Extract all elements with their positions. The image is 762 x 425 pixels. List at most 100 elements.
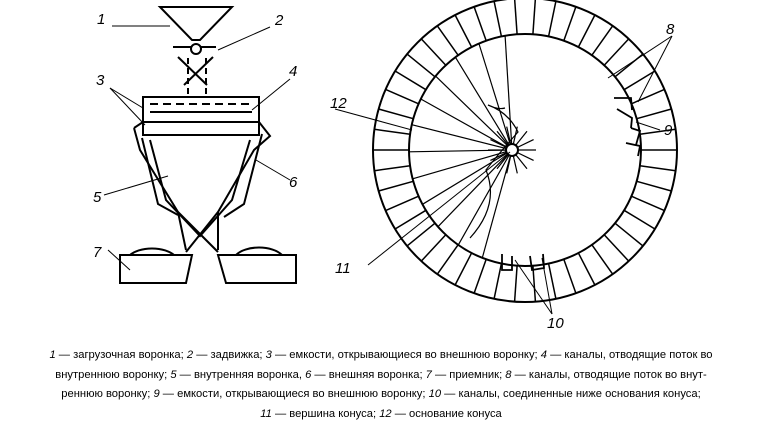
caption-line: внутреннюю воронку; 5 — внутренняя ворон… [0,366,762,386]
inner-funnel [149,139,251,238]
cone-ray [411,124,513,151]
ring-divider [378,180,414,192]
label-6: 6 [289,174,298,191]
outer-ring [372,0,678,303]
diagram-figure: 1 2 3 4 5 6 7 8 9 10 11 12 [93,0,678,330]
ring-divider [493,263,503,299]
caption-number: 1 [49,349,56,361]
ring-segments [373,0,677,302]
ring-divider [636,108,672,120]
torn-edge [469,104,519,239]
caption-line: реннюю воронку; 9 — емкости, открывающие… [0,385,762,405]
ring-divider [513,0,518,35]
ring-divider [436,244,459,275]
ring-divider [631,195,665,212]
ring-divider [603,234,630,262]
cone-ray [422,149,513,205]
ring-divider [420,234,447,262]
ring-divider [603,38,630,66]
ring-divider [639,128,676,135]
caption-line: 11 — вершина конуса; 12 — основание кону… [0,405,762,425]
label-12: 12 [330,95,347,112]
label-5: 5 [93,189,102,206]
caption-number: 7 [425,368,432,381]
ring-divider [454,14,473,48]
ring-divider [385,195,419,212]
ring-divider [473,6,487,41]
ring-divider [493,1,503,37]
ring-divider [577,14,596,48]
ring-divider [394,70,427,91]
caption-text: внутреннюю воронку; [55,368,171,381]
container-9 [614,97,642,157]
figure-labels: 1 2 3 4 5 6 7 8 9 10 11 12 [93,11,675,330]
cone-ray [437,149,513,228]
caption-number: 2 [186,349,194,361]
cone-ray [435,75,513,151]
label-1: 1 [97,11,105,28]
label-11: 11 [335,260,351,277]
ring-divider [394,209,427,230]
cone-ray [457,149,513,246]
ring-divider [406,53,436,78]
ring-divider [563,259,577,294]
caption-number: 10 [428,388,442,400]
ring-divider [532,0,537,35]
label-10: 10 [547,315,564,330]
caption-number: 8 [505,368,512,381]
ring-divider [639,165,676,172]
ring-divider [473,259,487,294]
receiver-right [216,254,297,284]
caption-number: 6 [305,368,312,381]
upper-container-box [142,96,260,136]
caption-text: — каналы, отводящие поток во [547,349,713,361]
caption-text: — загрузочная воронка; [55,349,187,361]
ring-divider [374,128,411,135]
cone-ray [504,35,513,151]
caption-text: — основание конуса [391,407,502,420]
receiver-left [119,254,194,284]
ring-divider [591,244,614,275]
ring-divider [454,252,473,286]
label-7: 7 [93,244,102,261]
caption-text: — каналы, отводящие поток во внут- [511,368,707,381]
label-4: 4 [289,63,297,80]
ring-divider [577,252,596,286]
caption-text: — вершина конуса; [271,407,380,420]
ring-divider [623,209,656,230]
left-apparatus [119,6,297,284]
caption-number: 11 [260,407,272,420]
caption-text: — каналы, соединенные ниже основания кон… [441,388,701,400]
ring-divider [406,222,436,247]
label-8: 8 [666,21,675,38]
loading-funnel [157,6,235,41]
ring-divider [631,88,665,105]
caption-number: 9 [153,388,160,400]
caption-text: — приемник; [431,368,506,381]
ring-divider [547,1,557,37]
label-9: 9 [664,122,673,139]
caption-number: 5 [170,368,177,381]
cone-ray [481,149,513,259]
caption-text: — внешняя воронка; [311,368,426,381]
caption-line: 1 — загрузочная воронка; 2 — задвижка; 3… [0,346,762,366]
ring-divider [385,88,419,105]
cone-ray [412,149,513,180]
ring-divider [374,165,411,172]
caption-text: — внутренняя воронка, [176,368,306,381]
caption-number: 4 [540,349,548,361]
ring-divider [623,70,656,91]
channels-10 [501,253,545,272]
caption-text: реннюю воронку; [61,388,154,400]
label-2: 2 [274,12,284,29]
ring-divider [636,180,672,192]
ring-divider [513,265,518,302]
right-apparatus [372,0,678,303]
caption-text: — емкости, открывающиеся во внешнюю воро… [159,388,429,400]
cone-ray [454,56,513,151]
ring-divider [378,108,414,120]
ring-divider [532,265,537,302]
ring-divider [420,38,447,66]
ring-divider [547,263,557,299]
caption-number: 3 [265,349,272,361]
